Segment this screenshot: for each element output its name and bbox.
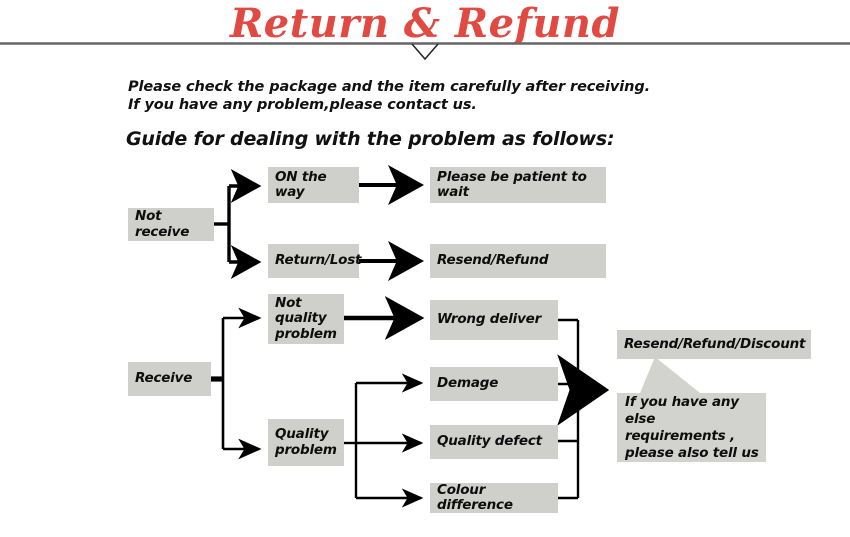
node-please-be-patient[interactable]: Please be patient to wait — [430, 167, 606, 203]
node-label: Receive — [135, 370, 193, 387]
node-label: Return/Lost — [275, 252, 362, 269]
node-resend-refund[interactable]: Resend/Refund — [430, 244, 606, 278]
node-wrong-deliver[interactable]: Wrong deliver — [430, 300, 558, 340]
node-quality-problem[interactable]: Quality problem — [268, 419, 344, 466]
node-not-quality-problem[interactable]: Not quality problem — [268, 294, 344, 344]
node-on-the-way[interactable]: ON the way — [268, 167, 359, 203]
intro-text: Please check the package and the item ca… — [128, 79, 651, 113]
node-colour-difference[interactable]: Colour difference — [430, 481, 558, 513]
node-return-lost[interactable]: Return/Lost — [268, 244, 362, 278]
node-label: Not quality problem — [275, 294, 337, 342]
divider-rule — [0, 42, 850, 60]
node-label: Not receive — [135, 208, 190, 240]
guide-heading: Guide for dealing with the problem as fo… — [126, 128, 615, 150]
node-label: Please be patient to wait — [437, 168, 587, 200]
node-label: Wrong deliver — [437, 311, 542, 328]
node-demage[interactable]: Demage — [430, 367, 558, 401]
node-label: Resend/Refund/Discount — [624, 335, 806, 352]
node-receive[interactable]: Receive — [128, 362, 211, 396]
node-label: ON the way — [275, 168, 327, 200]
node-quality-defect[interactable]: Quality defect — [430, 425, 558, 459]
note-extra-requirements[interactable]: If you have any else requirements , plea… — [617, 393, 766, 462]
note-label: If you have any else requirements , plea… — [625, 393, 759, 461]
node-label: Quality defect — [437, 433, 542, 450]
node-resend-refund-discount[interactable]: Resend/Refund/Discount — [617, 330, 811, 359]
node-label: Colour difference — [437, 481, 513, 513]
node-label: Demage — [437, 375, 499, 392]
page-title: Return & Refund — [230, 0, 620, 47]
node-not-receive[interactable]: Not receive — [128, 208, 214, 241]
node-label: Resend/Refund — [437, 252, 549, 269]
node-label: Quality problem — [275, 426, 337, 458]
